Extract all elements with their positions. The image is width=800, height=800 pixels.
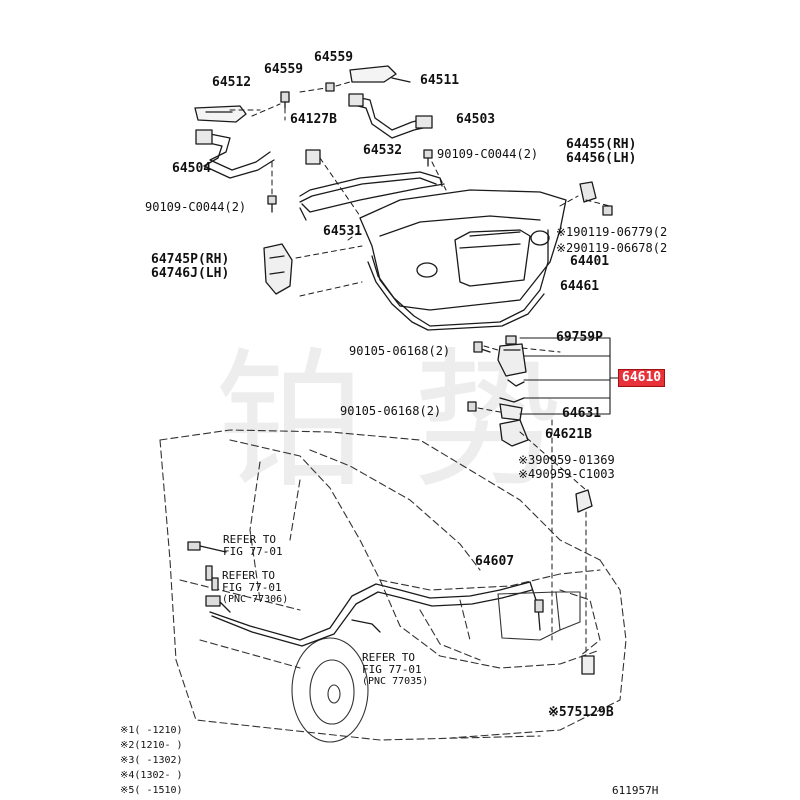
part-label-64746j-lh: 64746J(LH) — [151, 266, 230, 281]
legend-row: ※5( -1510) — [120, 785, 183, 796]
refer-note-3-line2: FIG 77-01 — [362, 663, 422, 676]
bolt-90109-right-drawing — [423, 149, 433, 167]
legend-row: ※3( -1302) — [120, 755, 183, 766]
bracket-64745p-drawing — [263, 243, 293, 295]
part-label-69759p: 69759P — [556, 330, 603, 345]
bolt-64559-left-drawing — [280, 91, 290, 109]
legend-row: ※2(1210- ) — [120, 740, 183, 751]
part-label-64511: 64511 — [420, 73, 460, 88]
part-label-64607: 64607 — [475, 554, 515, 569]
clip-90959-drawing — [575, 489, 593, 513]
part-label-90109-lower: 90109-C0044(2) — [145, 200, 247, 214]
part-label-90119-06678: ※290119-06678(2 — [556, 241, 668, 255]
bolt-90109-left-drawing — [267, 195, 277, 213]
lock-assembly-64610-drawing — [467, 335, 527, 421]
group-bracket-64610 — [519, 337, 619, 415]
part-label-64503: 64503 — [456, 112, 496, 127]
rear-wheel-drawing — [291, 637, 369, 743]
part-label-64127b: 64127B — [290, 112, 337, 127]
part-label-64532: 64532 — [363, 143, 403, 158]
refer-note-2-line1: REFER TO — [222, 569, 275, 582]
part-label-90109-upper: 90109-C0044(2) — [437, 147, 539, 161]
part-label-64610-highlighted[interactable]: 64610 — [618, 369, 666, 387]
cable-64607-drawing — [187, 541, 544, 647]
dashed-leaders — [229, 81, 611, 661]
hinge-arm-64504-drawing — [195, 129, 275, 179]
part-label-64745p-rh: 64745P(RH) — [151, 252, 230, 267]
rear-lamp-drawing — [497, 591, 581, 641]
hinge-64511-drawing — [349, 65, 411, 83]
part-label-90105-lower: 90105-06168(2) — [340, 404, 442, 418]
torsion-bar-64531-drawing — [299, 183, 445, 221]
part-label-90119-06779: ※190119-06779(2 — [556, 225, 668, 239]
refer-note-3-line1: REFER TO — [362, 651, 415, 664]
part-label-90959-01369: ※390959-01369 — [518, 453, 615, 467]
striker-64621b-drawing — [499, 419, 529, 447]
trunk-lid-64401-drawing — [359, 189, 567, 311]
part-label-64456-lh: 64456(LH) — [566, 151, 637, 166]
refer-note-3-line3: (PNC 77035) — [362, 676, 429, 687]
refer-note-2-line3: (PNC 77306) — [222, 594, 289, 605]
part-label-64621b: 64621B — [545, 427, 592, 442]
bolt-64559-right-drawing — [325, 82, 335, 92]
part-label-64531: 64531 — [323, 224, 363, 239]
part-label-64512: 64512 — [212, 75, 252, 90]
refer-note-1-line1: REFER TO — [223, 533, 276, 546]
car-body-drawing — [159, 429, 627, 741]
part-label-75129b: ※575129B — [548, 705, 614, 720]
part-label-64461: 64461 — [560, 279, 600, 294]
part-label-64504: 64504 — [172, 161, 212, 176]
refer-note-2-line2: FIG 77-01 — [222, 581, 282, 594]
part-label-64401: 64401 — [570, 254, 610, 269]
bumper-64127b-drawing — [305, 149, 321, 165]
hinge-64512-drawing — [194, 105, 247, 123]
hinge-arm-64503-drawing — [348, 93, 433, 139]
part-label-90959-c1003: ※490959-C1003 — [518, 467, 615, 481]
part-label-64455-rh: 64455(RH) — [566, 137, 637, 152]
bulb-75129b-drawing — [581, 655, 595, 675]
part-label-64559-right: 64559 — [314, 50, 354, 65]
refer-note-1-line2: FIG 77-01 — [223, 545, 283, 558]
part-label-64559-left: 64559 — [264, 62, 304, 77]
legend-row: ※1( -1210) — [120, 725, 183, 736]
legend-row: ※4(1302- ) — [120, 770, 183, 781]
part-label-64631: 64631 — [562, 406, 602, 421]
weatherstrip-64461-drawing — [367, 229, 549, 331]
stopper-64455-drawing — [579, 181, 597, 203]
part-label-90105-upper: 90105-06168(2) — [349, 344, 451, 358]
bolt-90119-drawing — [602, 205, 613, 216]
figure-id: 611957H — [612, 784, 659, 797]
